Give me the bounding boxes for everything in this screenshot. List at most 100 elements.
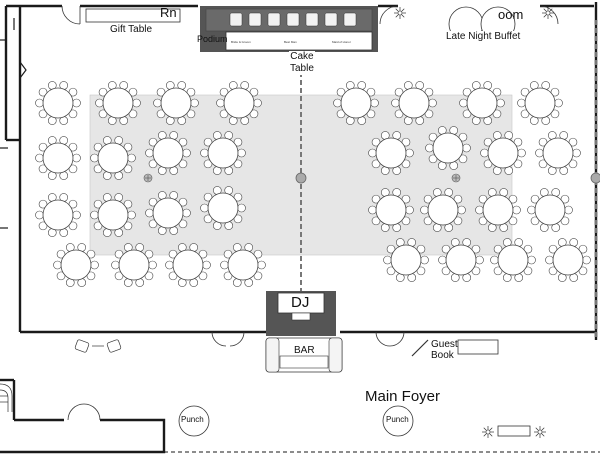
chair [475, 255, 484, 265]
chair [405, 205, 414, 215]
chair [145, 208, 154, 218]
cake-table-label: Cake Table [289, 51, 315, 75]
chair [114, 271, 124, 281]
round-table [90, 193, 136, 237]
chair [148, 197, 158, 207]
chair [233, 192, 243, 202]
round-table [200, 186, 246, 230]
chair [237, 203, 246, 213]
chair [572, 148, 581, 158]
chair [156, 87, 166, 97]
chair [253, 98, 262, 108]
round-table [535, 131, 581, 175]
head-table [200, 6, 378, 52]
round-table [391, 81, 437, 125]
chair [168, 249, 178, 259]
chair [203, 192, 213, 202]
chair [38, 199, 48, 209]
chair [560, 216, 570, 226]
chair [257, 260, 266, 270]
chair [148, 219, 158, 229]
head-table-chair [229, 12, 243, 27]
chair [517, 148, 526, 158]
top-doors [61, 5, 559, 25]
divider-pivot [295, 172, 307, 184]
round-table [438, 238, 484, 282]
round-table [517, 81, 563, 125]
chair [72, 210, 81, 220]
chair [68, 109, 78, 119]
chair [401, 137, 411, 147]
round-table [527, 188, 573, 232]
chair [428, 98, 437, 108]
chair [401, 216, 411, 226]
chair [471, 244, 481, 254]
bar [265, 337, 343, 373]
chair [480, 148, 489, 158]
punch-station [178, 405, 210, 437]
chair [178, 197, 188, 207]
round-table [35, 193, 81, 237]
round-table [216, 81, 262, 125]
chair [86, 271, 96, 281]
chair [95, 98, 104, 108]
table-top [524, 87, 556, 119]
chair [458, 154, 468, 164]
chair [568, 159, 578, 169]
chair [513, 159, 523, 169]
chair [148, 137, 158, 147]
round-tables [35, 81, 591, 287]
chair [72, 153, 81, 163]
chair [554, 98, 563, 108]
floor-outlet [143, 173, 153, 183]
chair [366, 87, 376, 97]
chair [35, 98, 44, 108]
chair [90, 260, 99, 270]
table-top [102, 87, 134, 119]
chair [35, 153, 44, 163]
chair [438, 255, 447, 265]
chair [127, 153, 136, 163]
chair [527, 255, 536, 265]
chair [253, 249, 263, 259]
table-top [466, 87, 498, 119]
table-top [227, 249, 259, 281]
chair [219, 109, 229, 119]
chair [38, 221, 48, 231]
divider-pivot [590, 172, 600, 184]
chair [462, 109, 472, 119]
chair [560, 194, 570, 204]
chair [371, 216, 381, 226]
chair [178, 159, 188, 169]
chair [148, 159, 158, 169]
round-table [383, 238, 429, 282]
table-top [152, 137, 184, 169]
chair [200, 148, 209, 158]
chair [203, 159, 213, 169]
chair [233, 159, 243, 169]
foyer-stairs [0, 383, 13, 412]
gift-table [85, 8, 181, 23]
chair [508, 194, 518, 204]
chair [98, 87, 108, 97]
chair [182, 148, 191, 158]
room-name-left: Rn [160, 5, 177, 20]
floor-outlet [451, 173, 461, 183]
chair [90, 153, 99, 163]
chair [114, 249, 124, 259]
chair [578, 244, 588, 254]
chair [203, 214, 213, 224]
chair [386, 266, 396, 276]
table-top [42, 142, 74, 174]
chair [492, 87, 502, 97]
chair [223, 249, 233, 259]
chair [425, 143, 434, 153]
chair [123, 142, 133, 152]
chair [178, 219, 188, 229]
round-table [90, 136, 136, 180]
chair [401, 194, 411, 204]
table-top [97, 142, 129, 174]
floral-decor [394, 7, 554, 438]
chair [508, 216, 518, 226]
table-top [552, 244, 584, 276]
